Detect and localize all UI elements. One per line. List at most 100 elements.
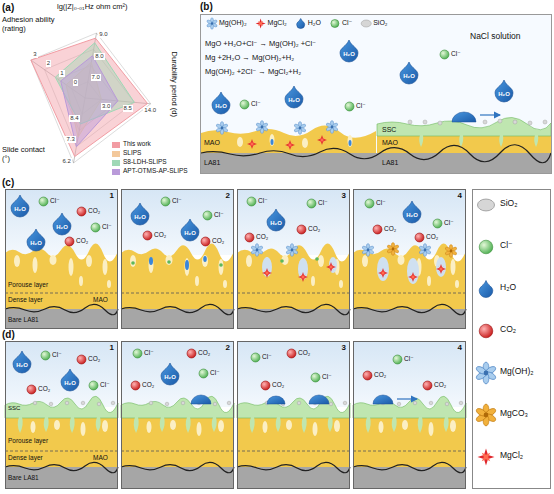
- legend-text: SiO₂: [373, 19, 387, 27]
- panel-b-scene: [271, 139, 352, 146]
- text-label: Adhesion ability (rating): [2, 16, 64, 33]
- axis-label: Durability period (d): [170, 51, 179, 116]
- co2-ball: [373, 225, 382, 234]
- molecule-label: Cl⁻: [318, 199, 328, 206]
- chloride-icon: [331, 20, 339, 28]
- panel-d-scenes: [373, 395, 417, 404]
- panel-d-scenes: [397, 398, 417, 399]
- panel-d-scenes: [353, 341, 466, 489]
- water-drop-icon: [131, 203, 149, 225]
- panel-c-scenes: [419, 244, 432, 257]
- stage-number: 2: [226, 191, 230, 200]
- panel-d-scenes: [5, 341, 118, 489]
- stage-number: 4: [458, 343, 462, 352]
- legend-text: MgCO₃: [500, 409, 528, 419]
- molecule-label: CO₂: [38, 385, 50, 392]
- co2-ball: [65, 237, 74, 246]
- panel-c-scenes: [131, 261, 135, 265]
- molecule-label: Cl⁻: [210, 369, 220, 376]
- chloride-ball: [247, 197, 256, 206]
- water-drop-icon: [212, 92, 230, 114]
- panel-b-scene: [201, 15, 551, 173]
- water-drop-icon: [181, 219, 199, 241]
- molecule-label: CO₂: [298, 349, 310, 356]
- panel-c-scenes: [445, 245, 458, 258]
- molecule-label: CO₂: [198, 349, 210, 356]
- panel-d-scenes: [373, 395, 393, 404]
- text-label: lg(|Z|₀.₀₁Hz ohm cm²): [57, 3, 128, 12]
- panel-b-scene: [423, 120, 427, 124]
- text-label: MAO: [93, 296, 108, 303]
- panel-b-scene: [408, 119, 547, 125]
- panel-c-scenes: [387, 243, 400, 256]
- co2-ball: [131, 381, 140, 390]
- panel-c-scenes: [149, 257, 153, 265]
- chloride-ball: [240, 100, 249, 109]
- panel-c-scenes: [362, 244, 375, 257]
- panel-b-scene: [348, 135, 353, 147]
- stage-frame: 3: [237, 341, 350, 489]
- stage-number: 3: [342, 191, 346, 200]
- panel-c-scenes: [436, 257, 446, 277]
- chloride-ball: [311, 373, 320, 382]
- mgcl2-icon: [256, 19, 266, 29]
- molecule-label: H₂O: [267, 220, 285, 227]
- molecule-label: CO₂: [308, 225, 320, 232]
- panel-b-scene: [271, 139, 274, 145]
- panel-d-scenes: [267, 396, 285, 404]
- legend-text: This work: [123, 140, 151, 147]
- stage-frame: 2: [121, 341, 234, 489]
- panel-b-scene: [285, 140, 295, 150]
- molecule-label: Cl⁻: [404, 355, 414, 362]
- co2-ball: [27, 385, 36, 394]
- tick-label: 2: [46, 60, 51, 67]
- molecule-label: Cl⁻: [100, 381, 110, 388]
- molecule-label: H₂O: [285, 97, 303, 104]
- chloride-ball: [39, 197, 48, 206]
- molecule-label: Cl⁻: [262, 353, 272, 360]
- tick-label: 3: [32, 51, 37, 58]
- text-label: SSC: [8, 405, 20, 412]
- panel-b-scene: [201, 145, 551, 163]
- chloride-ball: [365, 199, 374, 208]
- panel-d-scenes: [267, 395, 329, 404]
- co2-ball: [423, 381, 432, 390]
- panel-c-scenes: [407, 258, 419, 284]
- tick-label: 9.0: [98, 31, 108, 38]
- panel-b-scene: [513, 120, 517, 124]
- water-drop-icon: [400, 62, 418, 84]
- tick-label: 1: [59, 70, 64, 77]
- water-drop-icon: [340, 40, 358, 62]
- tick-label: 7.0: [91, 74, 101, 81]
- water-drop-icon: [297, 19, 305, 29]
- mg-oh2-icon: [475, 362, 497, 384]
- chloride-ball: [345, 102, 354, 111]
- panel-b-scene: [326, 121, 339, 134]
- chloride-ball: [89, 381, 98, 390]
- legend-swatch: [112, 169, 120, 175]
- stage-frame: 3: [237, 189, 350, 329]
- legend-text: CO₂: [500, 325, 516, 335]
- chloride-ball: [307, 199, 316, 208]
- molecule-label: CO₂: [272, 381, 284, 388]
- water-drop-icon: [479, 281, 493, 298]
- water-drop-icon: [11, 195, 29, 217]
- chloride-ball: [41, 351, 50, 360]
- chloride-ball: [251, 353, 260, 362]
- panel-c-scenes: [378, 268, 388, 278]
- panel-letter: (d): [2, 329, 15, 341]
- tick-label: 8.4: [69, 115, 79, 122]
- legend-text: S8-LDH-SLIPS: [123, 158, 167, 165]
- panel-d-scenes: [5, 341, 466, 489]
- panel-b-scene: [419, 135, 423, 147]
- molecule-label: H₂O: [13, 362, 31, 369]
- legend-text: Cl⁻: [342, 19, 352, 27]
- molecule-label: H₂O: [61, 380, 79, 387]
- panel-b-scene: [480, 114, 500, 115]
- tick-label: 0: [73, 79, 78, 86]
- stage-number: 2: [226, 343, 230, 352]
- molecule-label: CO₂: [88, 207, 100, 214]
- radar-series: [31, 38, 148, 156]
- legend-text: Mg(OH)₂: [219, 19, 247, 27]
- text-label: Slide contact (°): [2, 146, 52, 163]
